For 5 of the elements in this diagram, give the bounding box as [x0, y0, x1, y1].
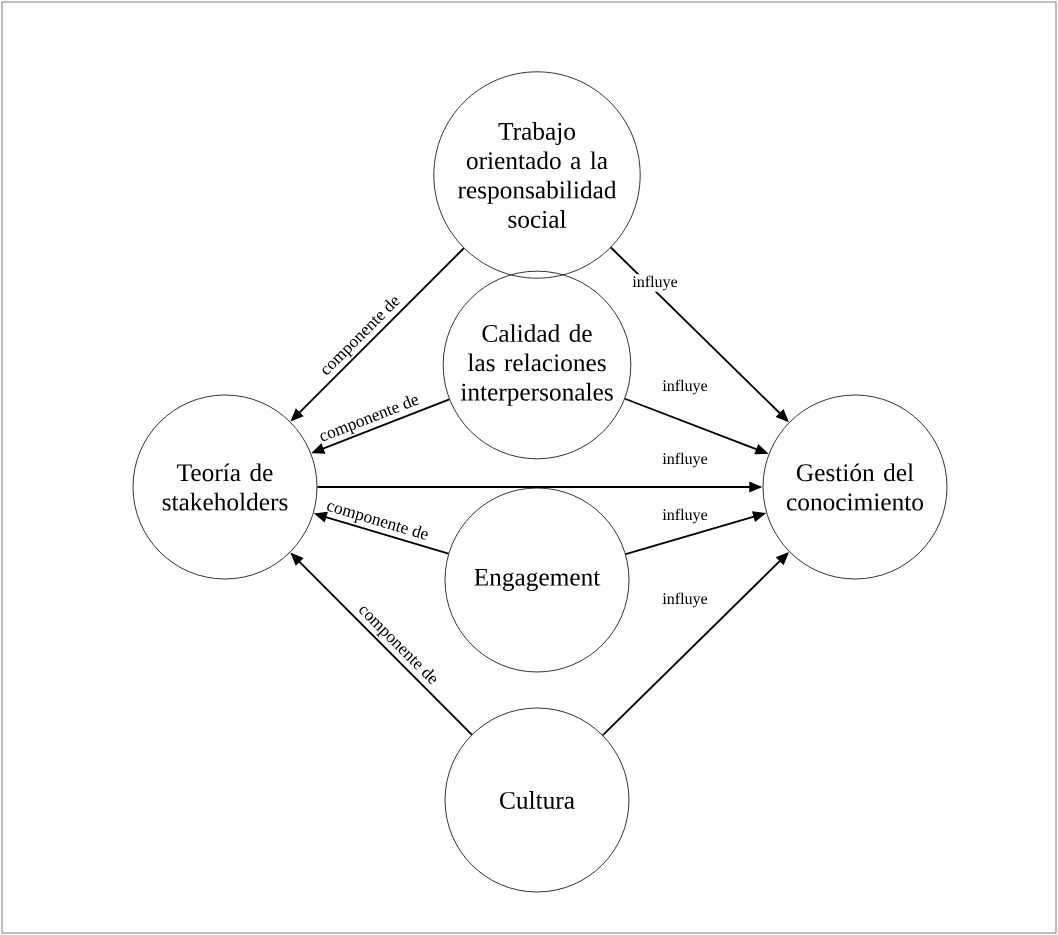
edge-label: influye	[661, 591, 709, 609]
edge-label: influye	[661, 507, 709, 525]
edge-label: influye	[661, 451, 709, 469]
edge-label: influye	[661, 378, 709, 396]
edge-label: influye	[631, 274, 679, 292]
